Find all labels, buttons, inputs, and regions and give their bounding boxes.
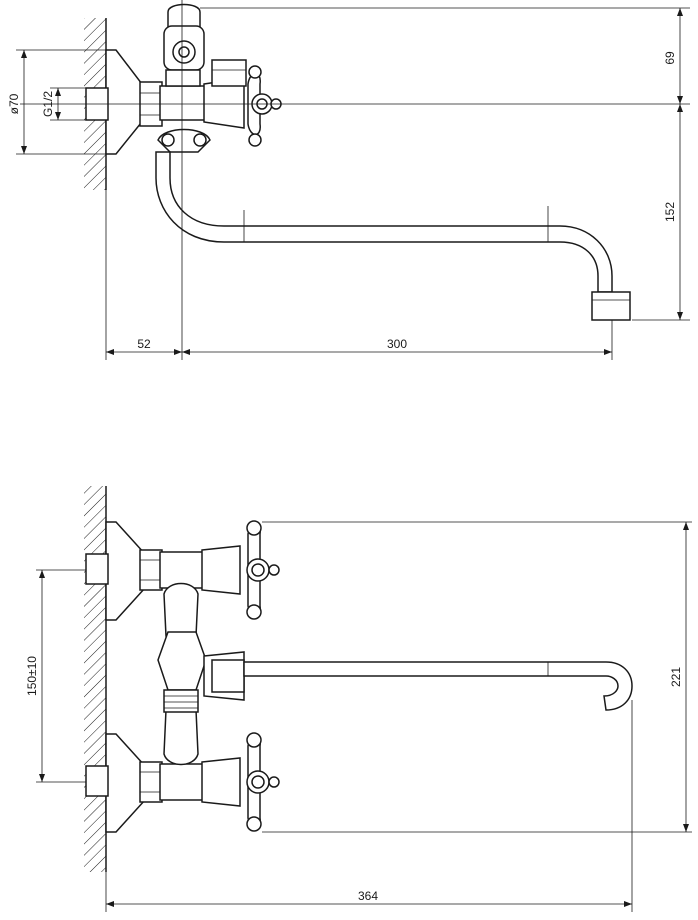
aerator-top	[591, 291, 631, 321]
wall-hatch-bottom	[84, 486, 106, 872]
flange-lower	[105, 733, 146, 833]
cross-handle-upper	[246, 520, 280, 620]
dim-diameter-70: ø70	[7, 93, 21, 114]
spout-top	[155, 151, 613, 293]
mixer-center	[157, 631, 207, 691]
dim-150: 150±10	[25, 656, 39, 696]
front-view: 150±10 221 364	[25, 486, 692, 912]
dim-300: 300	[387, 337, 407, 351]
cross-handle-top	[247, 65, 282, 147]
side-view: 69 152 ø70 G1/2 52 300	[7, 0, 690, 360]
shower-holder-top	[167, 3, 201, 29]
dim-221: 221	[669, 667, 683, 687]
valve-cap-upper	[201, 545, 241, 595]
inlet-upper	[85, 553, 109, 585]
valve-cap-lower	[201, 757, 241, 807]
spout-front	[243, 661, 633, 711]
flange-top	[105, 49, 146, 155]
column-lower	[163, 709, 199, 766]
dim-364: 364	[358, 889, 378, 903]
diverter-top	[211, 59, 247, 87]
hex-nut-lower	[139, 761, 163, 803]
flange-upper	[105, 521, 146, 621]
hex-nut-upper	[139, 549, 163, 591]
dim-52: 52	[137, 337, 151, 351]
threaded-collar	[163, 689, 199, 713]
column-upper	[163, 582, 199, 637]
dim-thread: G1/2	[41, 91, 55, 117]
dim-152: 152	[663, 202, 677, 222]
inlet-lower	[85, 765, 109, 797]
dim-69: 69	[663, 51, 677, 65]
cross-handle-lower	[246, 732, 280, 832]
